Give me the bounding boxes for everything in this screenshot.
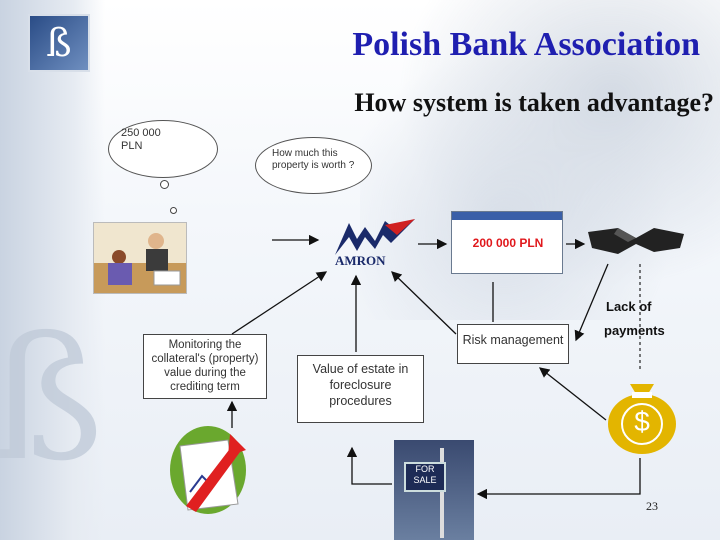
amron-mark-icon (335, 219, 415, 255)
question-text: How much this property is worth ? (272, 148, 355, 171)
left-decor-strip (0, 0, 105, 540)
for-sale-illustration: FOR SALE (394, 440, 474, 540)
monitoring-box: Monitoring the collateral's (property) v… (143, 334, 267, 399)
thought-bubble-small (160, 180, 169, 189)
clients-meeting-illustration (93, 222, 187, 294)
client-thought-cloud: 250 000 PLN (108, 120, 218, 178)
for-sale-sign: FOR SALE (404, 462, 446, 492)
sign-post (440, 448, 444, 538)
question-thought-cloud: How much this property is worth ? (255, 137, 372, 194)
amron-label: AMRON (335, 253, 386, 268)
association-logo-icon: ß (28, 14, 90, 72)
page-number: 23 (646, 499, 658, 513)
rising-chart-icon (168, 420, 250, 520)
watermark-logo-icon: ß (0, 301, 104, 499)
handshake-icon (588, 222, 684, 260)
valuation-value: 200 000 PLN (472, 236, 544, 250)
risk-management-text: Risk management (462, 333, 564, 347)
monitoring-text: Monitoring the collateral's (property) v… (151, 339, 259, 393)
dollar-sign: $ (634, 406, 650, 437)
risk-management-box: Risk management (457, 324, 569, 364)
estate-value-text: Value of estate in foreclosure procedure… (312, 362, 409, 408)
payments-label: payments (604, 323, 665, 338)
lack-of-label: Lack of (606, 299, 652, 314)
valuation-screen: 200 000 PLN (451, 211, 563, 274)
estate-value-box: Value of estate in foreclosure procedure… (297, 355, 424, 423)
thought-bubble-small (170, 207, 177, 214)
money-bag-icon: $ (606, 370, 678, 456)
slide-subtitle: How system is taken advantage? (354, 88, 714, 117)
slide-title: Polish Bank Association (352, 26, 700, 63)
client-amount: 250 000 PLN (121, 127, 161, 152)
amron-logo: AMRON (335, 219, 415, 269)
screen-titlebar (452, 212, 562, 220)
